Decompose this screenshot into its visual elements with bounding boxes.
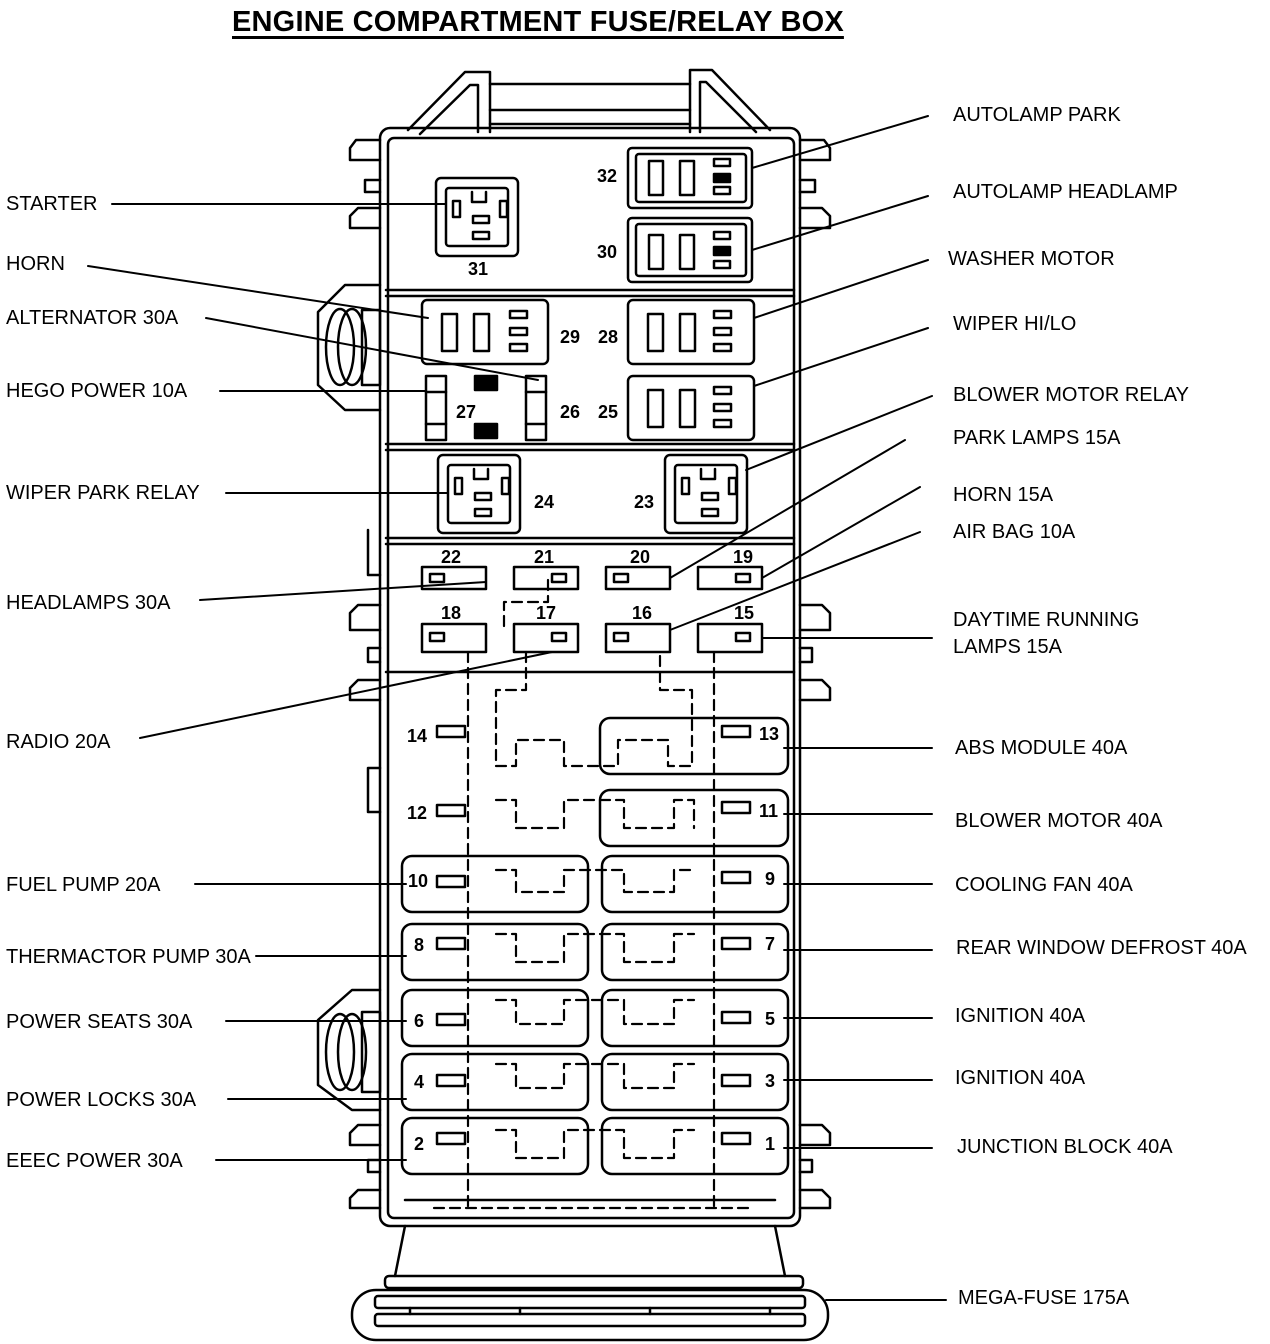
- label-hego-power: HEGO POWER 10A: [6, 380, 188, 402]
- relay-31: [434, 176, 520, 258]
- mounting-boss-lower: [316, 988, 382, 1112]
- pos-15: 15: [734, 603, 754, 623]
- fuse-26: [524, 374, 548, 442]
- label-horn: HORN: [6, 253, 65, 275]
- label-power-locks: POWER LOCKS 30A: [6, 1089, 197, 1111]
- dashed-traces: [432, 578, 752, 1210]
- pos-21: 21: [534, 547, 554, 567]
- label-eeec-power: EEEC POWER 30A: [6, 1150, 183, 1172]
- label-power-seats: POWER SEATS 30A: [6, 1011, 193, 1033]
- label-blower-motor: BLOWER MOTOR 40A: [955, 810, 1163, 832]
- label-abs-module: ABS MODULE 40A: [955, 737, 1128, 759]
- pos-8: 8: [414, 935, 424, 955]
- relay-28: [626, 298, 756, 366]
- relay-23: [663, 453, 749, 535]
- relay-24: [436, 453, 522, 535]
- label-daytime-running-2: LAMPS 15A: [953, 636, 1062, 658]
- pos-30: 30: [597, 242, 617, 262]
- relay-25: [626, 374, 756, 442]
- pos-18: 18: [441, 603, 461, 623]
- base-and-mega-fuse: [350, 1224, 830, 1342]
- pos-1: 1: [765, 1134, 775, 1154]
- label-daytime-running-1: DAYTIME RUNNING: [953, 609, 1140, 631]
- label-thermactor-pump: THERMACTOR PUMP 30A: [6, 946, 251, 968]
- pos-29: 29: [560, 327, 580, 347]
- side-tabs: [348, 138, 832, 1210]
- pos-5: 5: [765, 1009, 775, 1029]
- relay-32: [626, 146, 754, 210]
- label-mega-fuse: MEGA-FUSE 175A: [958, 1287, 1130, 1309]
- label-alternator: ALTERNATOR 30A: [6, 307, 179, 329]
- fuse-27: [424, 374, 499, 442]
- label-ignition-5: IGNITION 40A: [955, 1005, 1086, 1027]
- pos-22: 22: [441, 547, 461, 567]
- label-autolamp-headlamp: AUTOLAMP HEADLAMP: [953, 181, 1178, 203]
- label-horn-15a: HORN 15A: [953, 484, 1054, 506]
- pos-31: 31: [468, 259, 488, 279]
- relay-30: [626, 216, 754, 284]
- pos-26: 26: [560, 402, 580, 422]
- pos-16: 16: [632, 603, 652, 623]
- box-body: [378, 126, 802, 1228]
- pos-20: 20: [630, 547, 650, 567]
- pos-10: 10: [408, 871, 428, 891]
- top-handle: [406, 68, 772, 136]
- pos-7: 7: [765, 934, 775, 954]
- relay-29: [420, 298, 550, 366]
- leader-lines: [87, 115, 947, 1301]
- label-wiper-park-relay: WIPER PARK RELAY: [6, 482, 200, 504]
- label-starter: STARTER: [6, 193, 98, 215]
- pos-4: 4: [414, 1072, 424, 1092]
- label-radio: RADIO 20A: [6, 731, 111, 753]
- label-fuel-pump: FUEL PUMP 20A: [6, 874, 161, 896]
- label-park-lamps: PARK LAMPS 15A: [953, 427, 1121, 449]
- pos-27: 27: [456, 402, 476, 422]
- pos-32: 32: [597, 166, 617, 186]
- label-rear-window-defrost: REAR WINDOW DEFROST 40A: [956, 937, 1247, 959]
- pos-23: 23: [634, 492, 654, 512]
- pos-2: 2: [414, 1134, 424, 1154]
- pos-9: 9: [765, 869, 775, 889]
- pos-11: 11: [759, 801, 778, 821]
- pos-28: 28: [598, 327, 618, 347]
- label-junction-block: JUNCTION BLOCK 40A: [957, 1136, 1173, 1158]
- label-washer-motor: WASHER MOTOR: [948, 248, 1115, 270]
- label-autolamp-park: AUTOLAMP PARK: [953, 104, 1121, 126]
- pos-3: 3: [765, 1071, 775, 1091]
- mini-fuses: [420, 565, 764, 654]
- label-blower-motor-relay: BLOWER MOTOR RELAY: [953, 384, 1189, 406]
- label-wiper-hilo: WIPER HI/LO: [953, 313, 1077, 335]
- pos-19: 19: [733, 547, 753, 567]
- pos-17: 17: [536, 603, 556, 623]
- pos-13: 13: [759, 724, 779, 744]
- label-headlamps: HEADLAMPS 30A: [6, 592, 171, 614]
- pos-25: 25: [598, 402, 618, 422]
- maxi-fuse-slots: [400, 716, 790, 1176]
- pos-6: 6: [414, 1011, 424, 1031]
- pos-14: 14: [407, 726, 427, 746]
- label-cooling-fan: COOLING FAN 40A: [955, 874, 1133, 896]
- pos-24: 24: [534, 492, 554, 512]
- diagram-title: ENGINE COMPARTMENT FUSE/RELAY BOX: [232, 6, 844, 38]
- pos-12: 12: [407, 803, 427, 823]
- label-air-bag: AIR BAG 10A: [953, 521, 1076, 543]
- label-ignition-3: IGNITION 40A: [955, 1067, 1086, 1089]
